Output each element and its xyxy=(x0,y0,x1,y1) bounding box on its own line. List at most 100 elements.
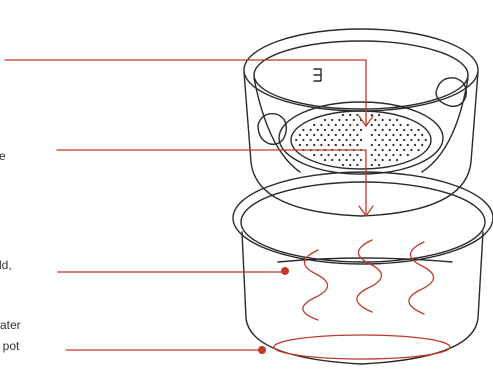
steam-hole xyxy=(388,128,391,132)
steam-hole xyxy=(403,148,406,152)
steam-hole xyxy=(377,153,381,157)
steam-hole xyxy=(370,143,373,147)
steam-hole xyxy=(356,133,359,137)
steam-hole xyxy=(417,128,420,132)
steam-hole xyxy=(406,123,409,127)
steam-hole xyxy=(399,153,402,157)
steam-hole xyxy=(395,128,399,132)
steam-hole xyxy=(323,118,327,122)
label-3-line1: ld, xyxy=(0,258,12,272)
steam-hole xyxy=(309,128,312,132)
steam-hole xyxy=(331,158,334,162)
steam-hole xyxy=(395,158,399,162)
steam-hole xyxy=(417,138,420,142)
label-4-line1: ater xyxy=(0,318,21,332)
leader-line-2 xyxy=(56,149,367,215)
steam-hole xyxy=(377,133,381,137)
steam-hole xyxy=(302,138,305,142)
steam-hole xyxy=(388,118,391,122)
steam-hole xyxy=(349,113,352,117)
steam-hole xyxy=(403,138,406,142)
steamer-basket xyxy=(243,28,479,217)
steam-hole xyxy=(341,133,345,137)
steam-hole xyxy=(320,133,323,137)
steam-hole xyxy=(399,143,402,147)
steam-hole xyxy=(374,138,377,142)
steam-hole xyxy=(421,133,424,137)
steam-hole xyxy=(305,133,309,137)
steam-hole xyxy=(356,113,359,117)
steam-hole xyxy=(377,113,381,117)
right-handle xyxy=(435,77,467,107)
steam-hole xyxy=(413,143,417,147)
steam-hole xyxy=(305,143,309,147)
steam-hole xyxy=(313,133,316,137)
steam-hole xyxy=(403,128,406,132)
steam-hole xyxy=(424,138,427,142)
steam-hole xyxy=(392,153,395,157)
heating-ring xyxy=(273,334,451,360)
steam-hole xyxy=(349,123,352,127)
steam-hole xyxy=(406,143,409,147)
steam-hole xyxy=(302,128,305,132)
steam-hole xyxy=(341,153,345,157)
steam-hole xyxy=(370,133,373,137)
steam-hole xyxy=(320,143,323,147)
steam-hole xyxy=(370,113,373,117)
steam-hole xyxy=(388,138,391,142)
steam-hole xyxy=(413,133,417,137)
steam-hole xyxy=(334,133,337,137)
steam-hole xyxy=(349,143,352,147)
steam-hole xyxy=(313,143,316,147)
steam-hole xyxy=(356,143,359,147)
steam-hole xyxy=(385,123,388,127)
steam-hole xyxy=(313,123,316,127)
steam-hole xyxy=(370,153,373,157)
label-4-line2: , pot xyxy=(0,339,20,353)
steam-hole xyxy=(395,138,399,142)
steam-hole xyxy=(395,148,399,152)
steam-hole xyxy=(374,128,377,132)
steam-hole xyxy=(331,118,334,122)
steam-hole xyxy=(374,148,377,152)
steam-hole xyxy=(345,158,348,162)
embossed-mark xyxy=(313,68,322,82)
steam-hole xyxy=(327,133,330,137)
steam-hole xyxy=(395,118,399,122)
steam-hole xyxy=(406,133,409,137)
steam-hole xyxy=(377,123,381,127)
steam-hole xyxy=(352,138,355,142)
steam-wave-1 xyxy=(302,249,329,321)
leader-dot-3 xyxy=(281,267,289,275)
leader-dot-4 xyxy=(258,346,266,354)
steam-hole xyxy=(323,158,327,162)
leader-line-1 xyxy=(4,59,367,125)
arrow-head-1 xyxy=(358,115,374,127)
left-handle xyxy=(257,113,287,145)
steam-hole xyxy=(381,158,384,162)
steam-hole xyxy=(338,138,341,142)
steam-hole xyxy=(338,158,341,162)
steam-hole xyxy=(341,123,345,127)
steam-hole xyxy=(327,123,330,127)
steam-hole xyxy=(316,138,319,142)
steam-hole xyxy=(388,148,391,152)
steam-hole xyxy=(374,118,377,122)
steam-hole xyxy=(313,153,316,157)
steam-hole xyxy=(349,153,352,157)
steam-hole xyxy=(381,138,384,142)
steam-hole xyxy=(345,138,348,142)
steam-hole xyxy=(421,143,424,147)
steam-hole xyxy=(356,123,359,127)
steam-hole xyxy=(345,118,348,122)
steam-hole xyxy=(345,128,348,132)
steam-hole xyxy=(316,128,319,132)
steam-hole xyxy=(352,158,355,162)
steam-hole xyxy=(309,138,312,142)
steam-hole xyxy=(374,158,377,162)
steam-hole xyxy=(410,148,413,152)
steam-hole xyxy=(341,163,345,167)
steam-hole xyxy=(392,143,395,147)
steam-hole xyxy=(331,128,334,132)
